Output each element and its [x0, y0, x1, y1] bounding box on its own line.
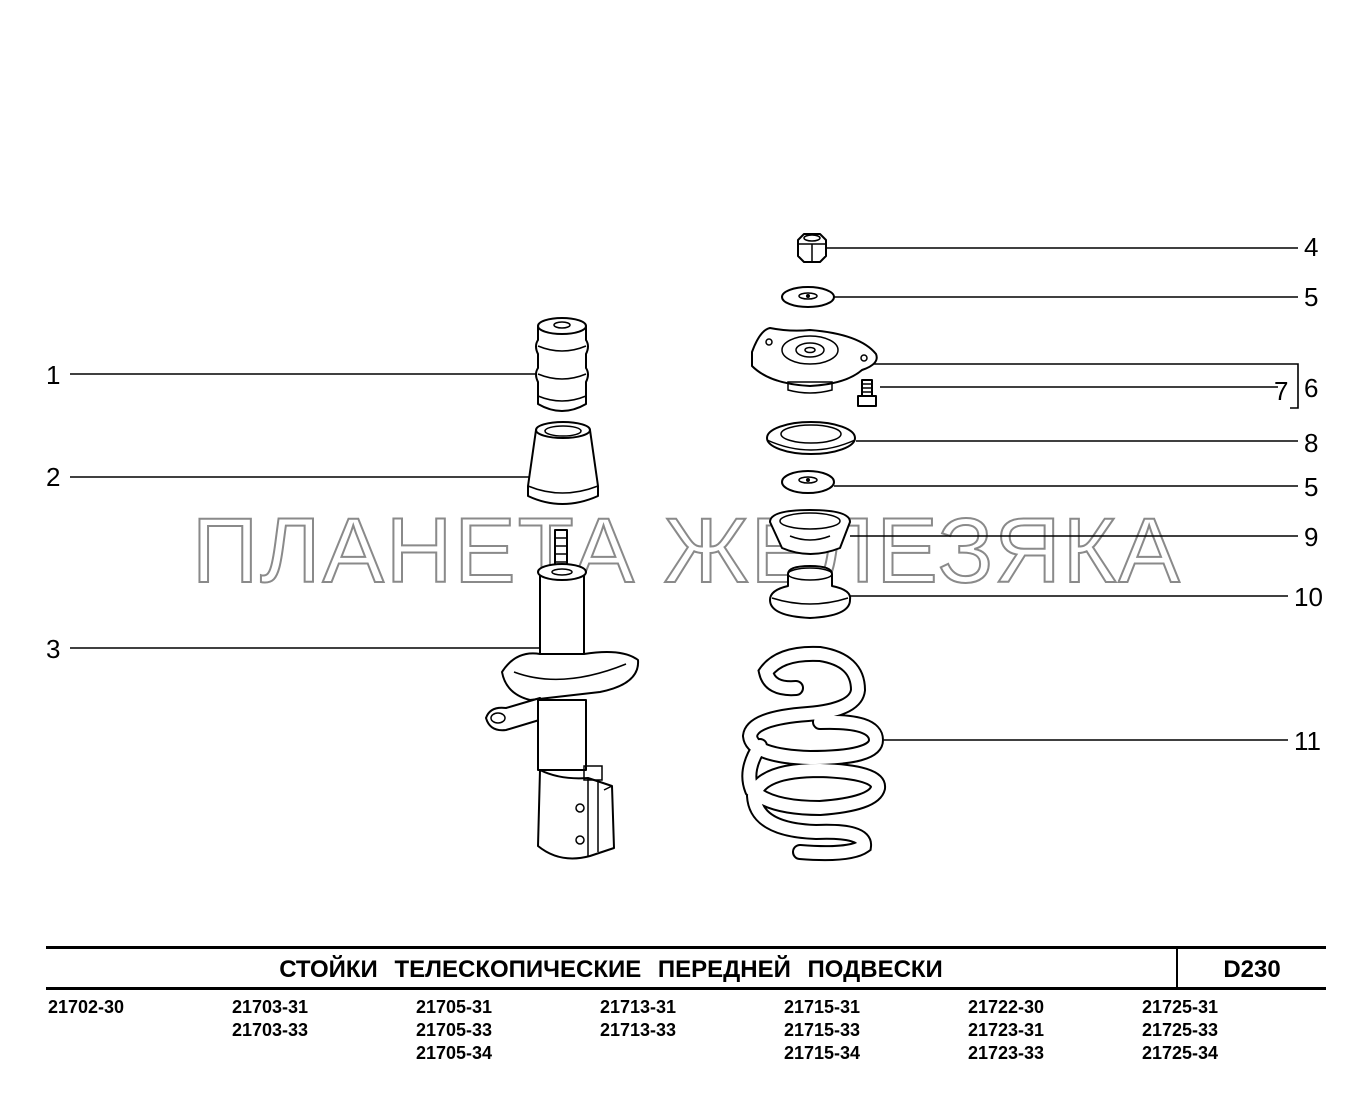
model-code: 21725-33 — [1142, 1020, 1219, 1040]
model-code: 21715-34 — [784, 1043, 861, 1063]
callout-1: 1 — [46, 360, 60, 390]
strut-part — [485, 529, 640, 860]
model-code: 21705-33 — [416, 1020, 493, 1040]
model-column-7: 21725-31 21725-33 21725-34 — [1142, 996, 1218, 1065]
callout-8: 8 — [1304, 428, 1318, 458]
model-code: 21713-33 — [600, 1020, 677, 1040]
model-code: 21703-31 — [232, 997, 309, 1017]
leader-lines — [70, 247, 1299, 741]
callout-5-lower: 5 — [1304, 472, 1318, 502]
nut-part — [797, 233, 827, 263]
model-column-6: 21722-30 21723-31 21723-33 — [968, 996, 1044, 1065]
washer-top-part — [781, 286, 835, 308]
dust-boot-part — [527, 421, 599, 505]
model-code: 21715-31 — [784, 997, 861, 1017]
washer-lower-part — [781, 470, 835, 494]
callout-3: 3 — [46, 634, 60, 664]
model-column-3: 21705-31 21705-33 21705-34 — [416, 996, 492, 1065]
model-column-1: 21702-30 — [48, 996, 124, 1019]
spring-insulator-part — [769, 565, 852, 619]
callout-6: 6 — [1304, 373, 1318, 403]
bump-stop-part — [535, 317, 589, 412]
bearing-ring-part — [766, 421, 856, 455]
model-code: 21725-31 — [1142, 997, 1219, 1017]
model-column-5: 21715-31 21715-33 21715-34 — [784, 996, 860, 1065]
watermark-text: ПЛАНЕТА ЖЕЛЕЗЯКА — [192, 500, 1182, 602]
callout-7: 7 — [1274, 376, 1288, 406]
model-code: 21713-31 — [600, 997, 677, 1017]
title-bar: СТОЙКИ ТЕЛЕСКОПИЧЕСКИЕ ПЕРЕДНЕЙ ПОДВЕСКИ… — [46, 946, 1326, 990]
model-column-4: 21713-31 21713-33 — [600, 996, 676, 1042]
model-code: 21723-31 — [968, 1020, 1045, 1040]
bolt-part — [857, 379, 877, 407]
callout-10: 10 — [1294, 582, 1323, 612]
model-column-2: 21703-31 21703-33 — [232, 996, 308, 1042]
diagram-code: D230 — [1223, 956, 1281, 983]
model-code: 21705-34 — [416, 1043, 493, 1063]
callout-11: 11 — [1294, 726, 1321, 756]
model-code: 21715-33 — [784, 1020, 861, 1040]
callout-2: 2 — [46, 462, 60, 492]
model-code: 21703-33 — [232, 1020, 309, 1040]
callout-9: 9 — [1304, 522, 1318, 552]
diagram-title: СТОЙКИ ТЕЛЕСКОПИЧЕСКИЕ ПЕРЕДНЕЙ ПОДВЕСКИ — [46, 949, 1178, 987]
model-code: 21702-30 — [48, 997, 125, 1017]
model-code: 21723-33 — [968, 1043, 1045, 1063]
model-code: 21705-31 — [416, 997, 493, 1017]
callout-labels: 1 2 3 4 5 6 7 8 5 9 10 11 — [46, 232, 1323, 756]
callout-5-top: 5 — [1304, 282, 1318, 312]
coil-spring-part — [741, 645, 886, 862]
model-code: 21722-30 — [968, 997, 1045, 1017]
upper-mount-part — [751, 327, 878, 394]
upper-spring-seat-part — [769, 509, 851, 555]
model-code: 21725-34 — [1142, 1043, 1219, 1063]
callout-4: 4 — [1304, 232, 1318, 262]
